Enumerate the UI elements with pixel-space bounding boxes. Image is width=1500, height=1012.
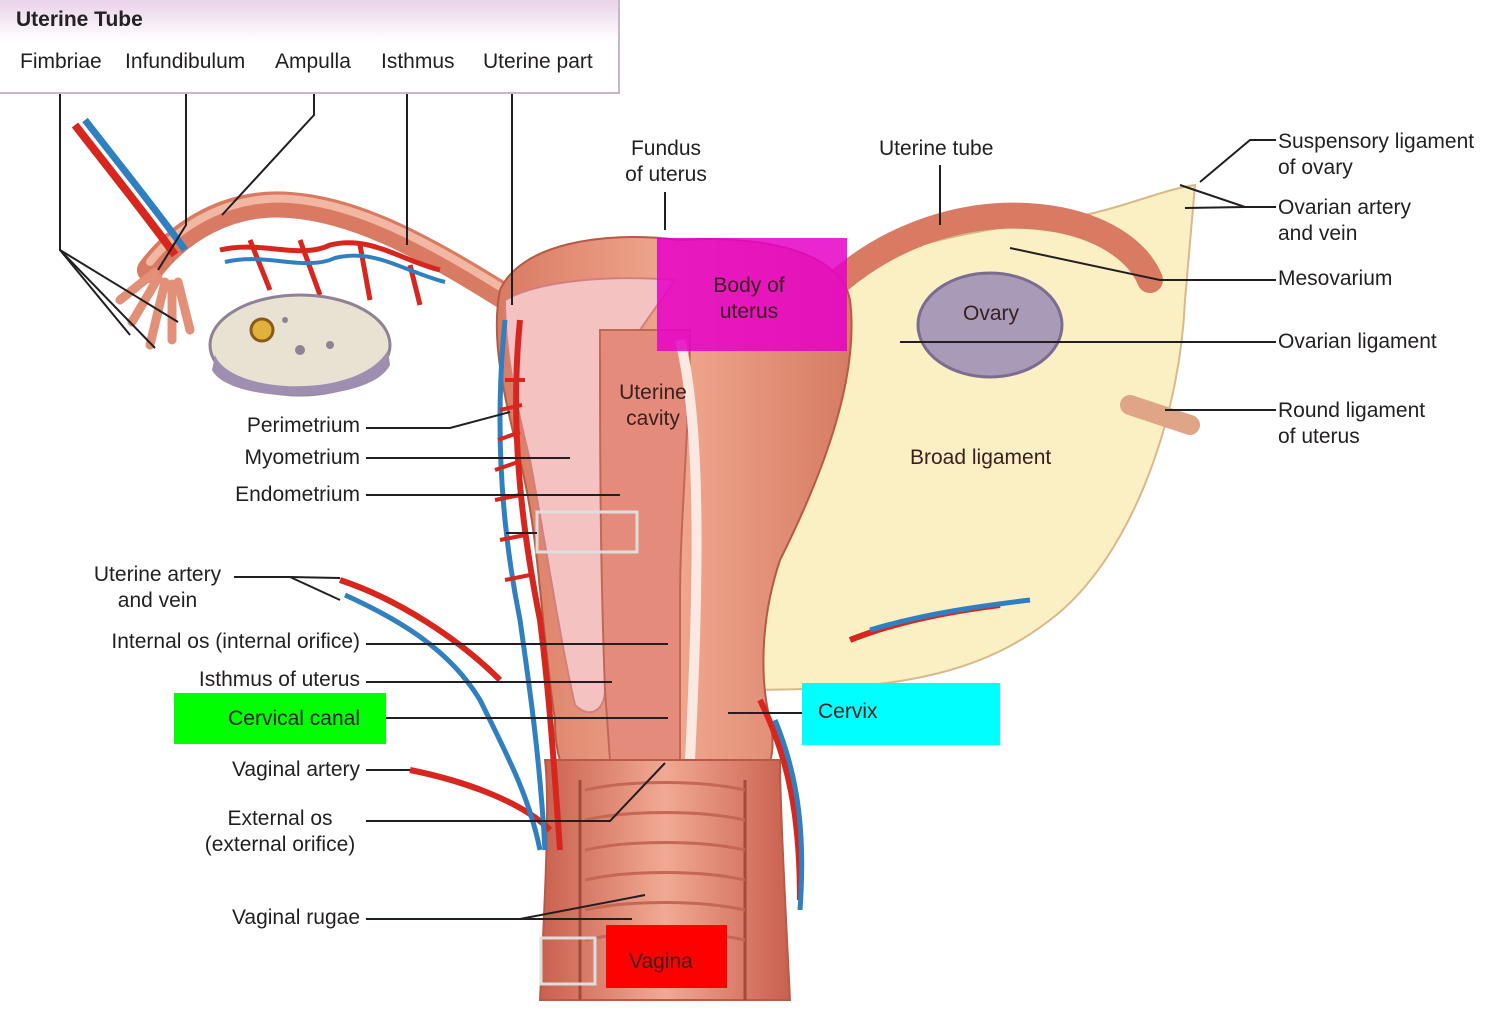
panel-title: Uterine Tube <box>16 8 143 31</box>
vagina-highlight <box>606 925 727 988</box>
right-uterine-tube-shape <box>827 202 1163 293</box>
right-ovary-shape <box>916 271 1064 379</box>
label-ampulla: Ampulla <box>275 50 351 73</box>
left-uterine-tube-highlight <box>146 194 514 297</box>
cervical-canal-highlight <box>174 693 386 744</box>
leader-lines <box>59 80 1276 920</box>
cervix-highlight <box>802 683 1000 745</box>
label-isthmus: Isthmus <box>381 50 455 73</box>
left-fimbriae-shape <box>115 267 195 350</box>
label-ovarian-ligament: Ovarian ligament <box>1278 330 1437 353</box>
label-perimetrium: Perimetrium <box>246 414 360 437</box>
label-external-os: External os(external orifice) <box>204 807 356 856</box>
uterine-tube-panel: Uterine Tube <box>0 0 620 94</box>
label-vaginal-rugae: Vaginal rugae <box>231 906 360 929</box>
label-endometrium: Endometrium <box>235 483 360 506</box>
label-mesovarium: Mesovarium <box>1278 267 1393 290</box>
body-of-uterus-highlight <box>657 238 847 351</box>
label-isthmus-of-uterus: Isthmus of uterus <box>198 668 360 691</box>
label-cervix: Cervix <box>818 700 878 723</box>
label-broad-ligament: Broad ligament <box>910 446 1052 469</box>
label-fimbriae: Fimbriae <box>20 50 102 73</box>
label-myometrium: Myometrium <box>244 446 360 469</box>
label-infundibulum: Infundibulum <box>125 50 246 73</box>
label-cervical-canal: Cervical canal <box>228 707 360 730</box>
left-uterine-tube-shape <box>137 191 523 313</box>
label-ovary: Ovary <box>963 302 1020 325</box>
label-uterine-tube: Uterine tube <box>879 137 994 160</box>
label-uterine-part: Uterine part <box>483 50 593 73</box>
label-vaginal-artery: Vaginal artery <box>231 758 360 781</box>
label-vagina: Vagina <box>629 950 693 973</box>
label-internal-os: Internal os (internal orifice) <box>111 630 360 653</box>
